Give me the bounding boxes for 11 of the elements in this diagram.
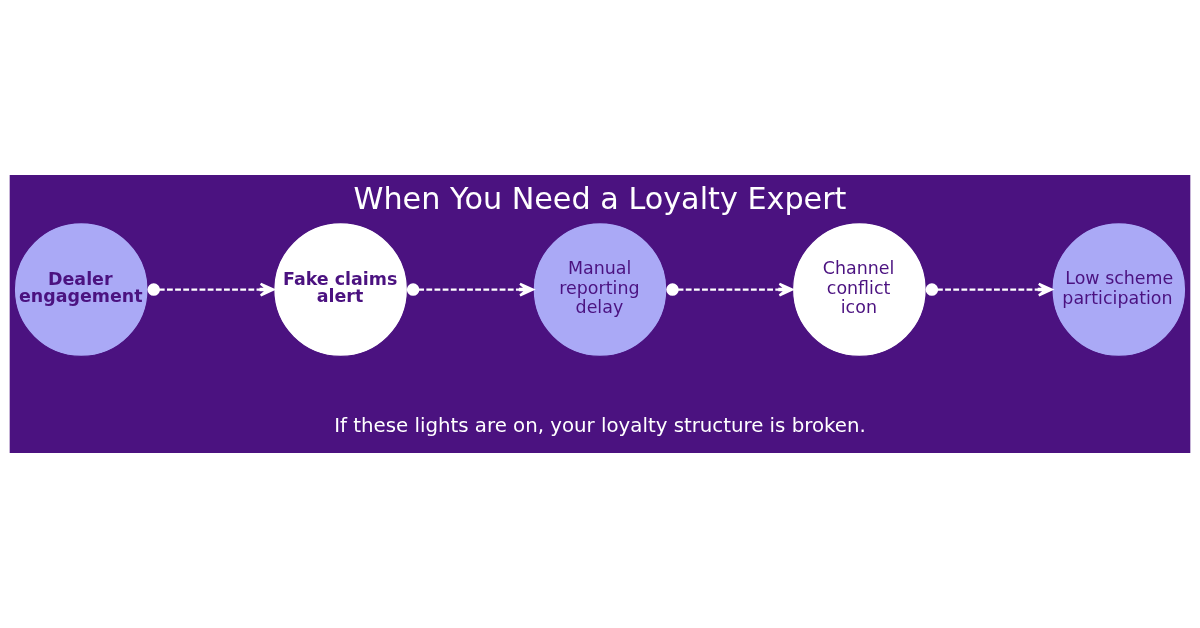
arrow	[925, 282, 1053, 297]
node-circle: Channel conflict icon	[791, 222, 927, 358]
node-circle: Manual reporting delay	[532, 222, 668, 358]
arrow	[406, 282, 535, 297]
caption: If these lights are on, your loyalty structure is broken.	[334, 414, 866, 438]
node-circle: Low scheme participation	[1051, 222, 1187, 358]
arrow	[147, 282, 275, 297]
node-circle: Dealer engagement	[13, 222, 149, 358]
diagram-title: When You Need a Loyalty Expert	[353, 180, 847, 216]
node-circle: Fake claims alert	[273, 222, 409, 358]
arrow	[666, 282, 794, 297]
